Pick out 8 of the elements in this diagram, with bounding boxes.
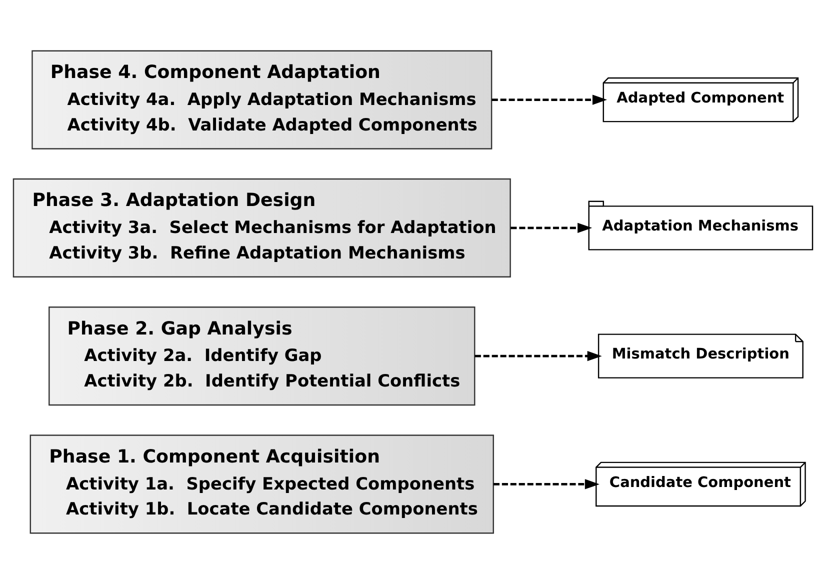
node-box: Phase 3. Adaptation Design Activity 3a. Select Mechanisms for Adaptation Activity 3b. Refine Adaptation Mechanisms (12, 178, 511, 277)
arrow (493, 478, 600, 489)
arrow (492, 94, 608, 104)
arrow (510, 222, 592, 233)
node-box: Phase 4. Component Adaptation Activity 4a. Apply Adaptation Mechanisms Activity 4b. Validate Adapted Components (32, 50, 492, 149)
node-box: Phase 1. Component Acquisition Activity 1a. Specify Expected Components Activity 1b. Locate Candidate Components (30, 434, 494, 534)
arrow (474, 350, 602, 361)
node-box: Phase 2. Gap Analysis Activity 2a. Identify Gap Activity 2b. Identify Potential Conflicts (48, 306, 476, 406)
